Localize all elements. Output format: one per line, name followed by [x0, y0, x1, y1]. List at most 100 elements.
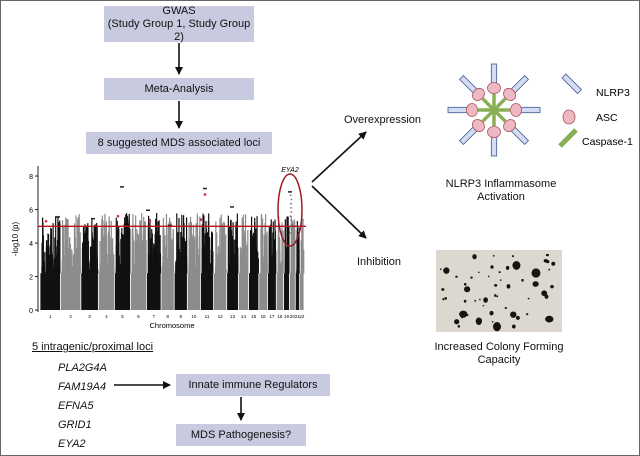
snp-column	[205, 220, 207, 274]
snp-column	[131, 252, 134, 274]
y-tick-label: 6	[29, 208, 33, 215]
colony-dot	[505, 265, 510, 270]
snp-column	[100, 264, 102, 274]
snp-column	[151, 229, 153, 274]
gwas-subtitle: (Study Group 1, Study Group 2)	[107, 17, 251, 43]
snp-column	[207, 220, 210, 274]
eya2-point	[289, 215, 292, 218]
snp-column	[204, 268, 206, 274]
snp-column	[202, 231, 204, 274]
eya2-point	[290, 223, 293, 226]
snp-column	[228, 270, 230, 274]
y-tick-label: 0	[29, 308, 33, 315]
asc-oval	[503, 88, 516, 101]
colony-dot	[489, 310, 494, 316]
snp-column	[151, 233, 153, 274]
colony-dot	[487, 275, 490, 278]
snp-column	[104, 213, 106, 274]
colony-dot	[526, 313, 529, 316]
colony-dot	[506, 284, 511, 289]
snp-column	[154, 267, 156, 274]
snp-column	[222, 227, 224, 274]
snp-column	[44, 267, 46, 274]
snp-column	[191, 254, 194, 274]
y-tick-label: 8	[29, 174, 33, 181]
chromosome-tick-label: 7	[152, 314, 155, 319]
snp-column	[104, 268, 107, 274]
chromosome-tick-label: 21	[295, 314, 301, 319]
chromosome-tick-label: 5	[121, 314, 124, 319]
snp-column	[56, 254, 58, 274]
snp-column	[119, 263, 121, 274]
snp-column	[231, 239, 233, 274]
snp-column	[184, 265, 186, 274]
snp-column	[253, 252, 255, 274]
snp-column	[142, 255, 144, 274]
snp-column	[116, 256, 118, 274]
snp-column	[210, 263, 212, 274]
snp-column	[266, 264, 268, 274]
arrow-overexpression	[311, 131, 367, 183]
colony-dot	[442, 298, 445, 301]
snp-column	[217, 264, 219, 274]
snp-column	[223, 221, 225, 274]
snp-column	[261, 228, 263, 274]
gene-item: EFNA5	[58, 400, 94, 412]
snp-column	[118, 229, 120, 274]
colony-dot	[498, 271, 501, 274]
snp-column	[47, 233, 49, 274]
snp-column	[224, 267, 227, 274]
colony-dot	[545, 315, 554, 323]
snp-column	[126, 215, 129, 274]
snp-column	[298, 271, 300, 274]
snp-column	[211, 268, 213, 274]
chromosome-tick-label: 14	[241, 314, 247, 319]
snp-column	[192, 224, 195, 274]
colony-dot	[493, 321, 501, 332]
colony-dot	[441, 288, 445, 291]
snp-column	[128, 263, 130, 274]
snp-column	[129, 228, 131, 274]
snp-column	[182, 240, 185, 274]
snp-column	[55, 216, 57, 274]
snp-column	[171, 267, 173, 274]
snp-column	[59, 223, 61, 274]
snp-column	[292, 255, 294, 274]
snp-column	[274, 256, 276, 274]
snp-column	[41, 217, 44, 274]
snp-column	[210, 250, 213, 274]
snp-column	[135, 215, 137, 274]
snp-column	[140, 226, 142, 274]
snp-column	[241, 217, 243, 274]
snp-column	[217, 246, 219, 274]
snp-column	[163, 269, 165, 274]
highlight-point	[148, 219, 152, 223]
snp-column	[182, 239, 184, 274]
chromosome-tick-label: 2	[69, 314, 72, 319]
snp-column	[265, 234, 267, 274]
snp-column	[250, 227, 253, 274]
colony-dot	[454, 319, 460, 325]
snp-column	[71, 266, 74, 274]
overexpression-label: Overexpression	[344, 114, 422, 126]
snp-column	[118, 255, 120, 274]
snp-column	[193, 240, 195, 274]
snp-column	[190, 260, 192, 274]
snp-column	[254, 249, 256, 274]
snp-column	[75, 237, 77, 274]
snp-column	[261, 218, 264, 274]
snp-column	[154, 234, 156, 274]
snp-column	[195, 269, 197, 274]
snp-column	[215, 221, 217, 274]
snp-column	[220, 270, 222, 274]
snp-column	[54, 237, 56, 274]
chromosome-tick-label: 12	[218, 314, 224, 319]
colony-dot	[464, 286, 471, 293]
snp-column	[144, 268, 146, 274]
snp-column	[68, 254, 70, 274]
snp-column	[141, 248, 143, 274]
snp-column	[279, 270, 281, 274]
snp-column	[74, 267, 76, 274]
snp-column	[157, 221, 159, 274]
snp-column	[73, 272, 75, 274]
